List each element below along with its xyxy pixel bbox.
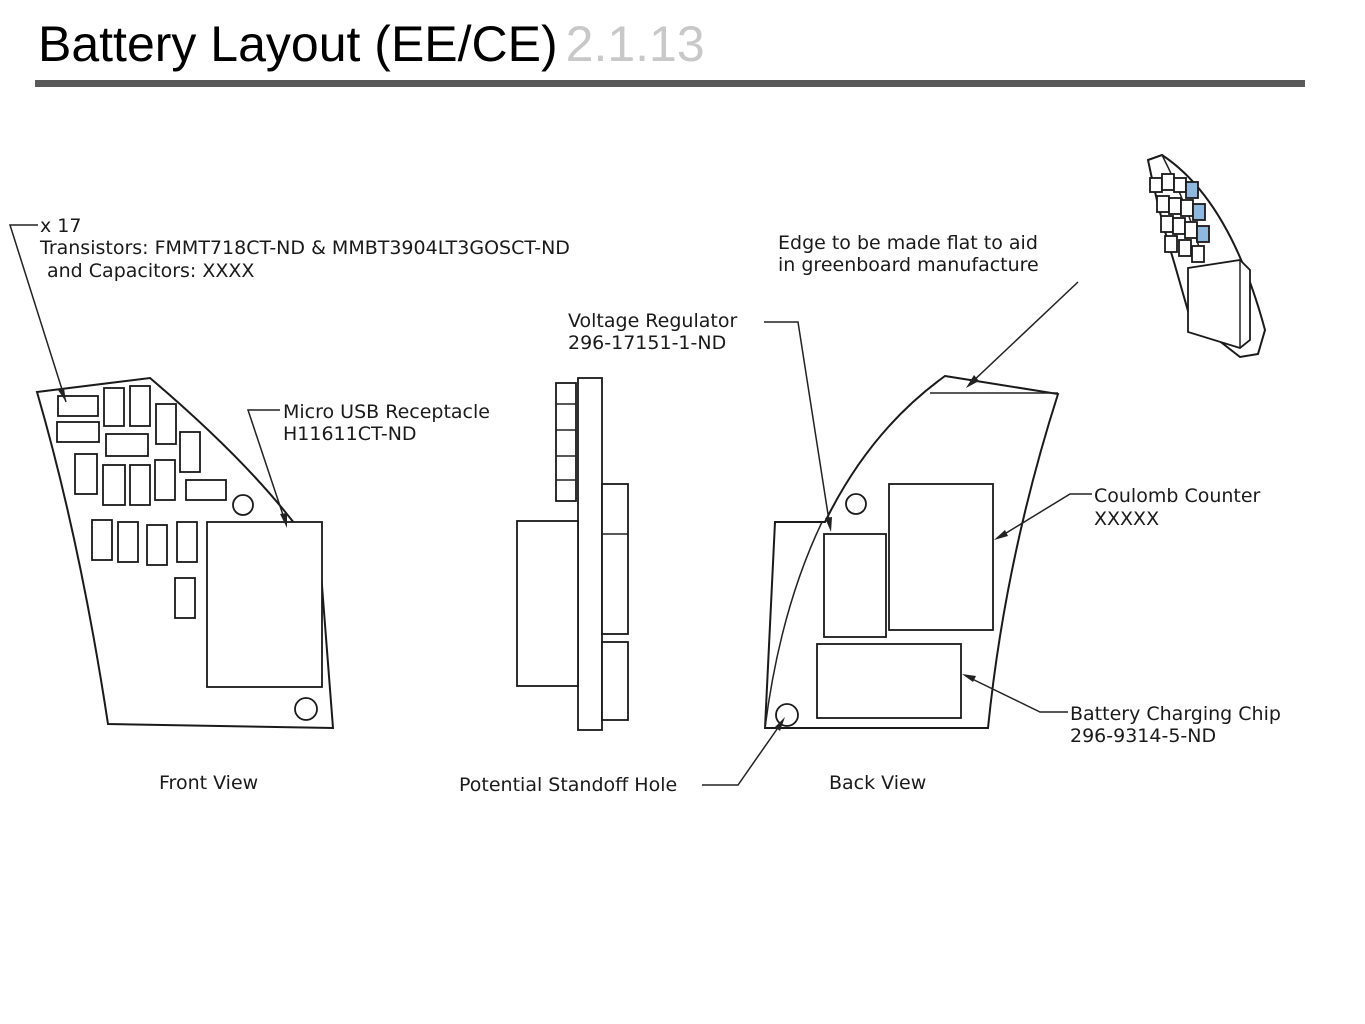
micro-usb-leader-line (246, 409, 287, 525)
coulomb-counter-label: Coulomb Counter (1094, 485, 1261, 507)
edge-note-line1: Edge to be made flat to aid (778, 232, 1038, 254)
standoff-hole-arrowhead (775, 717, 785, 731)
coulomb-counter-part-number: XXXXX (1094, 508, 1159, 530)
micro-usb-receptacle (206, 521, 323, 688)
coulomb-counter-arrowhead (994, 530, 1008, 540)
capacitors-label: and Capacitors: XXXX (47, 260, 254, 282)
front-view-caption: Front View (159, 772, 258, 794)
section-number: 2.1.13 (565, 16, 705, 72)
isometric-view (1146, 153, 1267, 359)
battery-charging-chip (816, 643, 962, 719)
coulomb-counter-leader-line (997, 493, 1092, 539)
edge-leader-line (969, 281, 1079, 385)
charging-chip-label: Battery Charging Chip (1070, 703, 1281, 725)
micro-usb-label: Micro USB Receptacle (283, 401, 490, 423)
voltage-regulator-part-number: 296-17151-1-ND (568, 332, 726, 354)
standoff-hole-front-bottom (294, 697, 318, 721)
transistors-count-label: x 17 (40, 215, 81, 237)
transistors-parts-label: Transistors: FMMT718CT-ND & MMBT3904LT3G… (39, 237, 570, 259)
voltage-regulator-leader-line (764, 321, 831, 528)
standoff-hole-label: Potential Standoff Hole (459, 774, 677, 796)
standoff-hole-front-top (232, 494, 254, 516)
voltage-regulator-arrowhead (825, 517, 832, 532)
edge-note-line2: in greenboard manufacture (778, 254, 1039, 276)
transistors-arrowhead (58, 388, 66, 402)
voltage-regulator-label: Voltage Regulator (568, 310, 737, 332)
front-view-components (56, 385, 227, 619)
charging-chip-part-number: 296-9314-5-ND (1070, 725, 1216, 747)
micro-usb-arrowhead (280, 513, 287, 528)
side-view (516, 377, 629, 731)
charging-chip-arrowhead (962, 674, 976, 682)
coulomb-counter (888, 483, 994, 631)
micro-usb-part-number: H11611CT-ND (283, 423, 417, 445)
edge-arrowhead (966, 375, 979, 388)
back-view-caption: Back View (829, 772, 926, 794)
title-text: Battery Layout (EE/CE) (38, 16, 558, 72)
standoff-hole-back-top (845, 493, 867, 515)
transistors-leader-line (8, 224, 67, 403)
standoff-hole-leader-line (702, 721, 783, 786)
charging-chip-leader-line (965, 675, 1068, 713)
voltage-regulator (823, 533, 887, 638)
slide-title: Battery Layout (EE/CE)2.1.13 (38, 12, 705, 76)
title-rule (35, 80, 1305, 87)
